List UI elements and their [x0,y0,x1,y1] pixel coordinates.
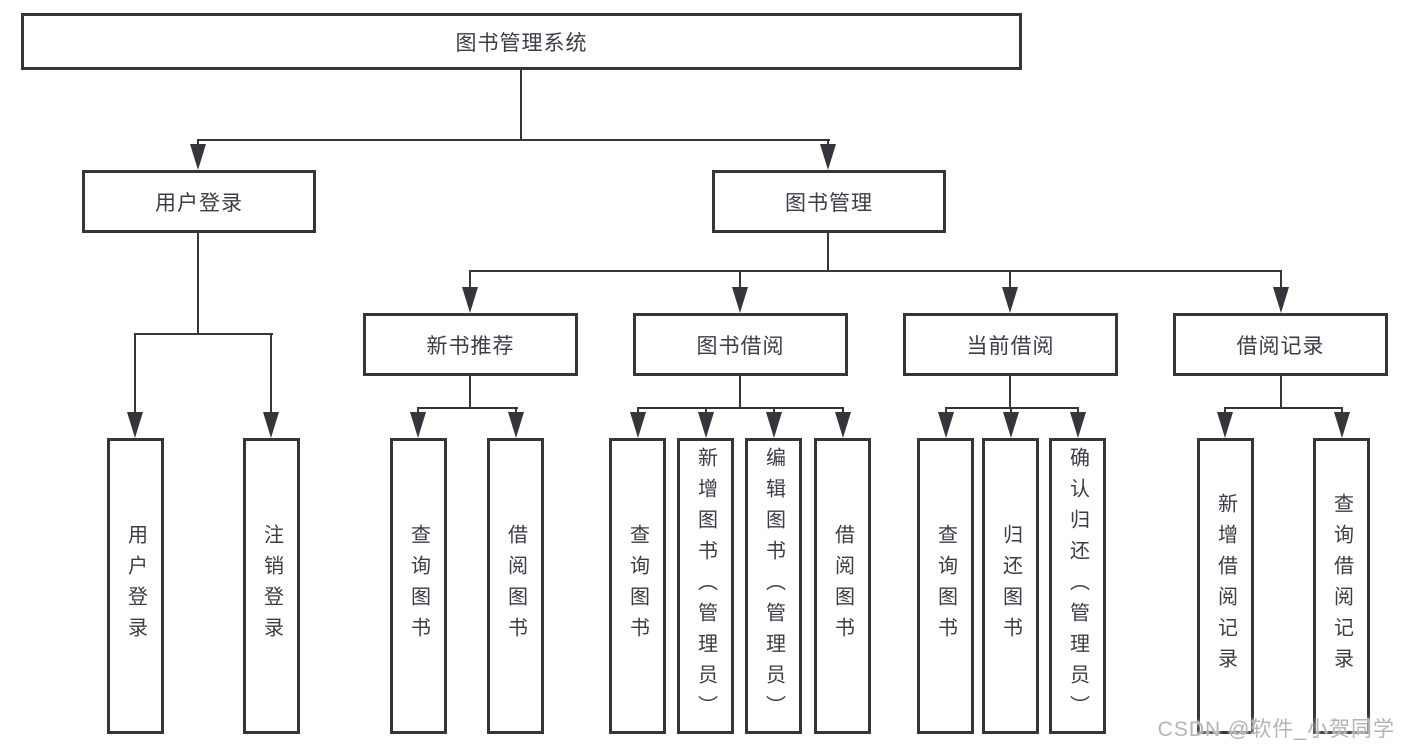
leaf-label: 借阅图书 [504,524,527,648]
connector [1341,407,1343,415]
leaf-label: 查询借阅记录 [1330,493,1353,679]
connector [1010,407,1012,415]
arrowhead-down [766,412,782,438]
leaf-return-book: 归还图书 [982,438,1039,734]
connector [417,407,518,409]
node-label: 新书推荐 [426,334,515,358]
leaf-confirm-return-admin: 确认归还（管理员） [1049,438,1106,734]
leaf-borrow-book-newbook: 借阅图书 [487,438,544,734]
leaf-borrow-book: 借阅图书 [814,438,871,734]
arrowhead-down [1002,287,1018,313]
leaf-label: 新增借阅记录 [1214,493,1237,679]
leaf-add-book-admin: 新增图书（管理员） [677,438,734,734]
connector [773,407,775,415]
arrowhead-down [630,412,646,438]
arrowhead-down [1334,412,1350,438]
connector [1009,270,1011,290]
leaf-label: 查询图书 [407,524,430,648]
arrowhead-down [698,412,714,438]
connector [842,407,844,415]
node-book-management: 图书管理 [712,170,946,233]
connector [1280,376,1282,409]
connector [739,270,741,290]
arrowhead-down [127,412,143,438]
connector [827,233,829,272]
connector [637,407,844,409]
arrowhead-down [1003,412,1019,438]
node-current-borrow: 当前借阅 [903,313,1118,376]
leaf-label: 编辑图书（管理员） [762,446,785,726]
node-label: 借阅记录 [1236,334,1325,358]
leaf-label: 查询图书 [626,524,649,648]
connector [705,407,707,415]
arrowhead-down [1070,412,1086,438]
leaf-label: 新增图书（管理员） [694,446,717,726]
connector [1280,270,1282,290]
leaf-label: 归还图书 [999,524,1022,648]
node-label: 图书管理 [785,191,873,215]
leaf-add-borrow-record: 新增借阅记录 [1197,438,1254,734]
connector [515,407,517,415]
leaf-query-book-borrow: 查询图书 [609,438,666,734]
arrowhead-down [835,412,851,438]
connector [945,407,1079,409]
leaf-label: 查询图书 [934,524,957,648]
connector [637,407,639,415]
connector [469,270,471,290]
node-label: 当前借阅 [966,334,1055,358]
leaf-query-borrow-record: 查询借阅记录 [1313,438,1370,734]
leaf-label: 用户登录 [124,524,147,648]
connector [469,376,471,409]
connector [1224,407,1226,415]
connector [1009,376,1011,409]
arrowhead-down [732,287,748,313]
leaf-logout: 注销登录 [243,438,300,734]
arrowhead-down [190,144,206,170]
connector [417,407,419,415]
csdn-watermark: CSDN @软件_小贺同学 [1157,718,1395,741]
leaf-edit-book-admin: 编辑图书（管理员） [745,438,802,734]
arrowhead-down [1273,287,1289,313]
arrowhead-down [1217,412,1233,438]
leaf-label: 注销登录 [260,524,283,648]
connector [1224,407,1343,409]
arrowhead-down [508,412,524,438]
leaf-label: 借阅图书 [831,524,854,648]
arrowhead-down [820,144,836,170]
connector [197,139,830,141]
leaf-query-book-current: 查询图书 [917,438,974,734]
connector [134,333,273,335]
connector [197,233,199,335]
leaf-label: 确认归还（管理员） [1066,446,1089,726]
connector [1077,407,1079,415]
arrowhead-down [938,412,954,438]
leaf-user-login: 用户登录 [107,438,164,734]
connector [134,333,136,415]
arrowhead-down [462,287,478,313]
connector [270,333,272,415]
node-label: 用户登录 [155,191,243,215]
node-book-borrow: 图书借阅 [633,313,848,376]
connector [469,270,1282,272]
connector [945,407,947,415]
node-new-book-recommend: 新书推荐 [363,313,578,376]
connector [520,70,522,141]
node-label: 图书借阅 [696,334,785,358]
connector [739,376,741,409]
arrowhead-down [410,412,426,438]
node-borrow-records: 借阅记录 [1173,313,1388,376]
leaf-query-book-newbook: 查询图书 [390,438,447,734]
node-user-login: 用户登录 [82,170,316,233]
node-label: 图书管理系统 [455,31,588,55]
node-root-library-system: 图书管理系统 [21,13,1022,70]
arrowhead-down [263,412,279,438]
